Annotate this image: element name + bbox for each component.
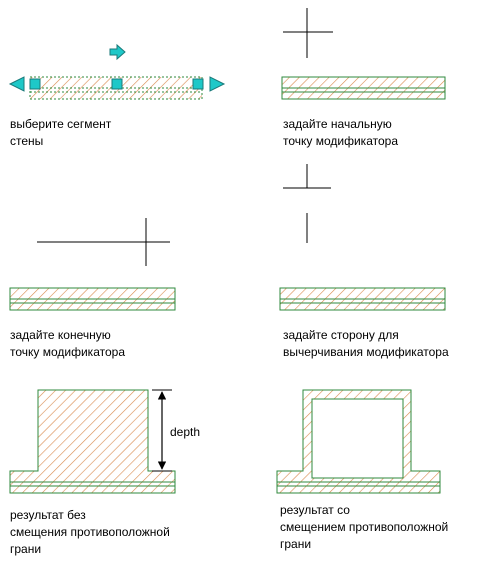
- grip-offset-arrow-icon[interactable]: [109, 43, 126, 61]
- caption-line: грани: [280, 537, 312, 551]
- wall-segment: [281, 76, 446, 100]
- caption-select-segment: выберите сегмент стены: [10, 116, 111, 150]
- caption-line: точку модификатора: [10, 345, 125, 359]
- caption-line: вычерчивания модификатора: [283, 345, 449, 359]
- caption-end-point: задайте конечную точку модификатора: [10, 327, 125, 361]
- grip-left-arrow-icon[interactable]: [8, 76, 25, 92]
- crosshair-cursor-icon: [122, 218, 170, 266]
- caption-line: смещения противоположной: [10, 525, 170, 539]
- caption-line: задайте сторону для: [283, 328, 399, 342]
- caption-result-no-offset: результат без смещения противоположной г…: [10, 507, 170, 558]
- depth-label: depth: [170, 425, 201, 439]
- wall-segment: [279, 287, 446, 311]
- caption-line: грани: [10, 542, 42, 556]
- caption-line: задайте конечную: [10, 328, 111, 342]
- grip-end-square-icon[interactable]: [192, 78, 204, 90]
- depth-dimension: [152, 389, 172, 472]
- caption-line: результат без: [10, 508, 86, 522]
- panel-select-wall: [8, 43, 226, 100]
- wall-with-solid-modifier: [9, 389, 176, 494]
- grip-right-arrow-icon[interactable]: [209, 76, 226, 92]
- wall-segment: [9, 287, 176, 311]
- caption-line: результат со: [280, 503, 350, 517]
- wall-with-hollow-modifier: [276, 389, 441, 494]
- panel-result-with-offset: [276, 389, 441, 494]
- caption-line: выберите сегмент: [10, 117, 112, 131]
- caption-line: задайте начальную: [283, 117, 392, 131]
- grip-start-square-icon[interactable]: [29, 78, 41, 90]
- caption-line: смещением противоположной: [280, 520, 449, 534]
- panel-result-no-offset: [9, 389, 176, 494]
- crosshair-cursor-icon: [283, 8, 333, 58]
- panel-start-point: [281, 8, 446, 100]
- caption-side: задайте сторону для вычерчивания модифик…: [283, 327, 449, 361]
- caption-line: точку модификатора: [283, 134, 398, 148]
- caption-line: стены: [10, 134, 44, 148]
- panel-end-point: [9, 218, 176, 311]
- caption-start-point: задайте начальную точку модификатора: [283, 116, 398, 150]
- grip-middle-square-icon[interactable]: [111, 78, 123, 90]
- side-cursor-icon: [283, 164, 331, 243]
- caption-result-with-offset: результат со смещением противоположной г…: [280, 502, 448, 553]
- panel-side: [279, 164, 446, 311]
